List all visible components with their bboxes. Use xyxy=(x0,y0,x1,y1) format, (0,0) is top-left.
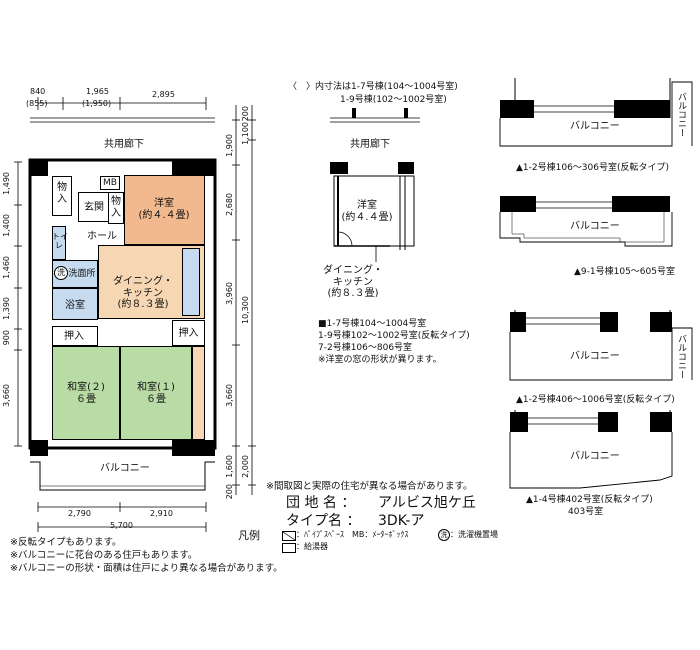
footnote-2: ※バルコニーの形状・面積は住戸により異なる場合があります。 xyxy=(10,563,283,574)
dim-bottom-total: 5,700 xyxy=(110,521,133,530)
dim-top-c: 2,895 xyxy=(152,90,175,99)
variant-list-3: ※洋室の窓の形状が異ります。 xyxy=(318,355,442,365)
water-heater-icon xyxy=(282,543,296,553)
balcony-2-label: バルコニー xyxy=(570,221,620,232)
meter-box-label: MB xyxy=(103,178,117,188)
legend-title: 凡例 xyxy=(238,529,260,542)
storage-left-label: 物 入 xyxy=(57,182,67,205)
footnote-1: ※バルコニーに花台のある住戸もあります。 xyxy=(10,550,198,561)
type-name: 3DK-ア xyxy=(378,513,425,529)
bath xyxy=(52,288,98,320)
storage-center-label: 物 入 xyxy=(111,196,121,219)
dim-bottom-b: 2,910 xyxy=(150,509,173,518)
variant-list-1: 1-9号棟102～1002号室(反転タイプ) xyxy=(318,331,470,341)
toilet-label: トイ レ xyxy=(52,232,68,251)
dim-top-b-sub: (1,950) xyxy=(82,99,112,108)
western-room-label: 洋室 (約４.４畳) xyxy=(138,198,190,221)
oshiire-right xyxy=(172,320,205,346)
complex-name: アルビス旭ケ丘 xyxy=(378,495,476,511)
washitsu-1-label: 和室(１) ６畳 xyxy=(137,382,175,405)
disclaimer: ※間取図と実際の住宅が異なる場合があります。 xyxy=(266,481,473,492)
closet-strip xyxy=(192,346,205,440)
variant-dining: ダイニング・ キッチン (約８.３畳) xyxy=(323,265,383,299)
dim-top-a-sub: (855) xyxy=(26,99,48,108)
type-label: タイプ名 ： xyxy=(286,513,361,529)
washroom-label: 洗面所 xyxy=(68,269,96,279)
legend-2: ：給湯器 xyxy=(296,542,328,551)
storage-center xyxy=(108,192,124,224)
balcony-2-caption: ▲9-1号棟105～605号室 xyxy=(574,267,675,277)
western-room xyxy=(124,175,205,245)
storage-left xyxy=(52,176,72,216)
balcony-4-caption2: 403号室 xyxy=(568,507,604,517)
dim-bottom-a: 2,790 xyxy=(68,509,91,518)
washer-icon: 洗 xyxy=(438,529,450,541)
balcony-1-label: バルコニー xyxy=(570,121,620,132)
middle-note-2: 1-9号棟(102～1002号室) xyxy=(340,95,447,105)
meter-box xyxy=(100,176,120,190)
oshiire-left xyxy=(52,326,98,346)
kitchen-counter xyxy=(182,248,200,316)
washitsu-2-label: 和室(２) ６畳 xyxy=(67,382,105,405)
balcony-1-caption: ▲1-2号棟106～306号室(反転タイプ) xyxy=(516,163,670,173)
entrance-label: 玄関 xyxy=(84,202,104,213)
pipe-space-icon xyxy=(282,531,296,541)
washitsu-1 xyxy=(120,346,192,440)
dim-top-b: 1,965 xyxy=(86,87,109,96)
balcony-3-side: バルコニー xyxy=(676,334,686,379)
variant-list-0: ■1-7号棟104～1004号室 xyxy=(318,319,427,329)
laundry-mark: 洗 xyxy=(54,266,68,280)
legend-1: ：ﾊﾟｲﾌﾟｽﾍﾟｰｽ MB：ﾒｰﾀｰﾎﾞｯｸｽ xyxy=(296,530,417,539)
balcony-4-caption: ▲1-4号棟402号室(反転タイプ) xyxy=(526,495,653,505)
footnote-0: ※反転タイプもあります。 xyxy=(10,537,122,548)
balcony-4-label: バルコニー xyxy=(570,451,620,462)
bath-label: 浴室 xyxy=(65,300,85,311)
variant-list-2: 7-2号棟106～806号室 xyxy=(318,343,413,353)
dining-label: ダイニング・ キッチン (約８.３畳) xyxy=(113,276,173,310)
balcony-1-side: バルコニー xyxy=(676,92,686,137)
oshiire-left-label: 押入 xyxy=(64,331,84,342)
balcony-3-caption: ▲1-2号棟406～1006号室(反転タイプ) xyxy=(516,395,675,405)
variant-corridor: 共用廊下 xyxy=(350,139,390,150)
hall-label: ホール xyxy=(87,231,117,242)
toilet xyxy=(52,226,66,260)
variant-western: 洋室 (約４.４畳) xyxy=(341,200,393,223)
entrance-area xyxy=(78,192,110,222)
middle-note-1: 〈 〉内寸法は1-7号棟(104～1004号室) xyxy=(288,82,458,92)
balcony-label: バルコニー xyxy=(100,463,150,474)
dim-top-a: 840 xyxy=(30,87,46,96)
complex-label: 団 地 名 ： xyxy=(286,495,356,511)
corridor-label: 共用廊下 xyxy=(104,139,144,150)
legend-1b: ：洗濯機置場 xyxy=(450,530,498,539)
washitsu-2 xyxy=(52,346,120,440)
oshiire-right-label: 押入 xyxy=(178,328,199,339)
balcony-3-label: バルコニー xyxy=(570,351,620,362)
